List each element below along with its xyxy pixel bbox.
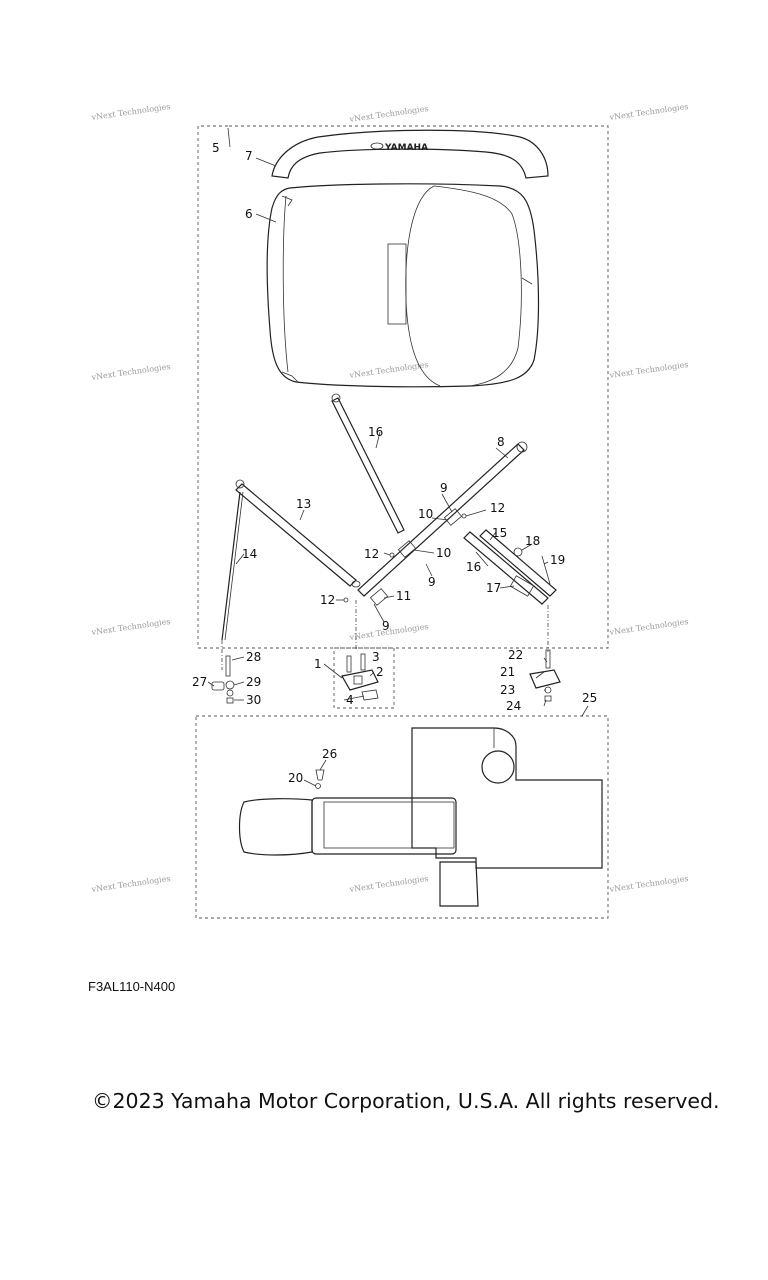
watermark: vNext Technologies [608,617,689,637]
callout-14: 14 [242,547,257,561]
callout-2: 2 [376,665,384,679]
watermark: vNext Technologies [348,104,429,124]
callout-4: 4 [346,693,354,707]
callout-15: 16 [368,425,383,439]
callout-1: 1 [314,657,322,671]
callout-16: 15 [492,526,507,540]
callout-22: 23 [500,683,515,697]
copyright-notice: ©2023 Yamaha Motor Corporation, U.S.A. A… [92,1089,720,1113]
brand-label: YAMAHA [384,143,428,153]
callout-3: 3 [372,650,380,664]
watermark: vNext Technologies [348,874,429,894]
callout-9: 9 [382,619,390,633]
watermarks: vNext Technologies vNext Technologies vN… [90,102,689,894]
callout-24: 25 [582,691,597,705]
right-mount-hardware [529,649,561,702]
canopy [266,183,540,388]
callout-6: 6 [245,207,253,221]
left-mount-hardware [211,655,235,704]
frame-tubes [221,393,557,641]
callout-17: 17 [486,581,501,595]
watermark: vNext Technologies [90,102,171,122]
callout-18: 18 [525,534,540,548]
callout-12: 12 [320,593,335,607]
mat-clip [315,769,325,789]
floor-mat [238,727,603,907]
callout-20: 21 [500,665,515,679]
callout-30: 30 [246,693,261,707]
watermark: vNext Technologies [90,874,171,894]
diagram-code: F3AL110-N400 [88,979,176,994]
callout-21: 22 [508,648,523,662]
assembly-frame-upper [197,125,609,649]
callout-12: 12 [364,547,379,561]
callout-9: 9 [440,481,448,495]
callouts: 5 7 6 8 16 9 10 12 13 15 18 14 12 10 19 … [192,141,597,785]
watermark: vNext Technologies [348,360,429,380]
watermark: vNext Technologies [608,102,689,122]
watermark: vNext Technologies [608,360,689,380]
callout-29: 29 [246,675,261,689]
callout-27: 27 [192,675,207,689]
callout-23: 24 [506,699,521,713]
top-trim-strip: YAMAHA [271,129,549,179]
leader-lines [207,127,589,787]
callout-9: 9 [428,575,436,589]
callout-19: 19 [550,553,565,567]
callout-11: 11 [396,589,411,603]
callout-10: 10 [436,546,451,560]
callout-25: 26 [322,747,337,761]
callout-26: 20 [288,771,303,785]
watermark: vNext Technologies [90,362,171,382]
callout-10: 10 [418,507,433,521]
bracket-group-frame [333,647,395,709]
watermark: vNext Technologies [608,874,689,894]
watermark: vNext Technologies [90,617,171,637]
callout-13: 13 [296,497,311,511]
callout-12: 12 [490,501,505,515]
callout-16: 16 [466,560,481,574]
callout-28: 28 [246,650,261,664]
callout-5: 5 [212,141,220,155]
callout-8: 8 [497,435,505,449]
bracket-group [341,653,379,701]
assembly-frame-lower [195,715,609,919]
callout-7: 7 [245,149,253,163]
